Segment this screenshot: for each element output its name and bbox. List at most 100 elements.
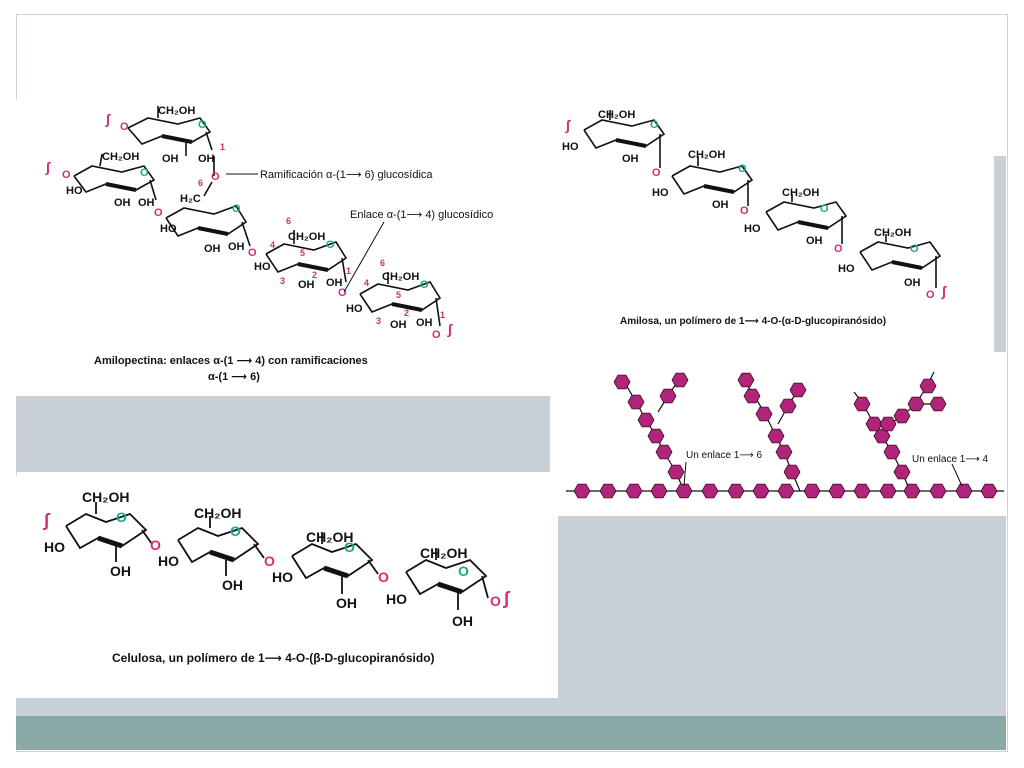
cellulose-ring-4 [405, 548, 489, 610]
glucose-hexagon-icon [893, 408, 911, 424]
glucose-hexagon-icon [752, 483, 770, 499]
ring-oxygen: O [650, 119, 659, 131]
ring-oxygen: O [738, 163, 747, 175]
oh-label: OH [114, 197, 131, 209]
atom-number: 1 [346, 266, 351, 276]
label-1-4: Un enlace 1⟶ 4 [912, 454, 988, 465]
amylose-panel [520, 100, 994, 332]
ring-oxygen: O [326, 239, 335, 251]
glucose-hexagon-icon [675, 483, 693, 499]
glucose-hexagon-icon [755, 406, 773, 422]
ring-oxygen: O [458, 563, 469, 579]
ch2oh-label: CH₂OH [288, 231, 325, 243]
ho-label: HO [160, 223, 177, 235]
glucose-hexagon-icon [613, 374, 631, 390]
label-1-4-leader [951, 463, 963, 487]
wavy-bond-icon: ∫ [447, 321, 453, 338]
glucose-hexagon-icon [647, 428, 665, 444]
amylopectin-ring-4 [265, 230, 348, 283]
wavy-bond-icon: ∫ [43, 510, 51, 530]
ch2oh-label: CH₂OH [874, 227, 911, 239]
atom-number: 4 [364, 278, 369, 288]
footer-band [16, 716, 1006, 750]
glucose-hexagon-icon [767, 428, 785, 444]
glucose-hexagon-icon [789, 382, 807, 398]
oh-label: OH [222, 577, 243, 593]
linkage-oxygen: O [432, 329, 441, 341]
cellulose-ring-1 [65, 502, 153, 562]
linkage-oxygen: O [740, 205, 749, 217]
oh-label: OH [904, 277, 921, 289]
ho-label: HO [44, 539, 65, 555]
glucose-hexagon-icon [893, 464, 911, 480]
glucose-hexagon-icon [655, 444, 673, 460]
amylose-ring-2 [671, 156, 754, 206]
linkage-oxygen: O [490, 593, 501, 609]
glucose-hexagon-icon [879, 416, 897, 432]
atom-number: 4 [270, 240, 275, 250]
glucose-hexagon-icon [853, 396, 871, 412]
glucose-hexagon-icon [573, 483, 591, 499]
ho-label: HO [562, 141, 579, 153]
ch2oh-label: CH₂OH [194, 505, 241, 521]
linkage-oxygen: O [834, 243, 843, 255]
atom-number: 6 [198, 178, 203, 188]
gray-block-right-top [994, 156, 1006, 352]
ch2oh-label: CH₂OH [158, 105, 195, 117]
ch2oh-label: CH₂OH [82, 489, 129, 505]
cellulose-ring-3 [291, 532, 379, 594]
ho-label: HO [386, 591, 407, 607]
amylopectin-ring-1 [127, 106, 215, 176]
ring-oxygen: O [198, 119, 207, 131]
oh-label: OH [452, 613, 473, 629]
oh-label: OH [806, 235, 823, 247]
atom-number: 5 [396, 290, 401, 300]
ho-label: HO [158, 553, 179, 569]
glucose-hexagon-icon [737, 372, 755, 388]
atom-number: 1 [220, 142, 225, 152]
ring-oxygen: O [420, 279, 429, 291]
ring-oxygen: O [116, 509, 127, 525]
amylose-caption: Amilosa, un polímero de 1⟶ 4-O-(α-D-gluc… [620, 316, 886, 327]
glucose-hexagon-icon [650, 483, 668, 499]
linkage-oxygen: O [264, 553, 275, 569]
oh-label: OH [138, 197, 155, 209]
linkage-oxygen: O [150, 537, 161, 553]
amylopectin-panel [16, 100, 516, 396]
linkage-oxygen: O [211, 171, 220, 183]
glucose-hexagon-icon [701, 483, 719, 499]
glucose-hexagon-icon [955, 483, 973, 499]
ring-oxygen: O [344, 539, 355, 555]
oh-label: OH [228, 241, 245, 253]
atom-number: 3 [376, 316, 381, 326]
atom-number: 3 [280, 276, 285, 286]
ring-oxygen: O [910, 243, 919, 255]
glucose-hexagon-icon [659, 388, 677, 404]
glucose-hexagon-icon [919, 378, 937, 394]
amylose-ring-3 [765, 194, 848, 244]
glucose-hexagon-icon [853, 483, 871, 499]
ho-label: HO [652, 187, 669, 199]
glucose-hexagon-icon [907, 396, 925, 412]
glucose-hexagon-icon [929, 483, 947, 499]
linkage-oxygen: O [120, 121, 129, 133]
ch2oh-label: CH₂OH [102, 151, 139, 163]
atom-number: 6 [380, 258, 385, 268]
atom-number: 6 [286, 216, 291, 226]
label-1-6: Un enlace 1⟶ 6 [686, 450, 762, 461]
glucose-hexagon-icon [671, 372, 689, 388]
atom-number: 2 [404, 308, 409, 318]
ch2oh-label: CH₂OH [688, 149, 725, 161]
glucose-hexagon-icon [625, 483, 643, 499]
glucose-hexagon-icon [727, 483, 745, 499]
glucose-hexagon-icon [783, 464, 801, 480]
atom-number: 1 [440, 310, 445, 320]
cellulose-caption: Celulosa, un polímero de 1⟶ 4-O-(β-D-glu… [112, 651, 435, 665]
wavy-bond-icon: ∫ [45, 159, 51, 176]
atom-number: 5 [300, 248, 305, 258]
amylopectin-caption-line-1: Amilopectina: enlaces α-(1 ⟶ 4) con rami… [94, 355, 368, 367]
ch2oh-label: CH₂OH [306, 529, 353, 545]
